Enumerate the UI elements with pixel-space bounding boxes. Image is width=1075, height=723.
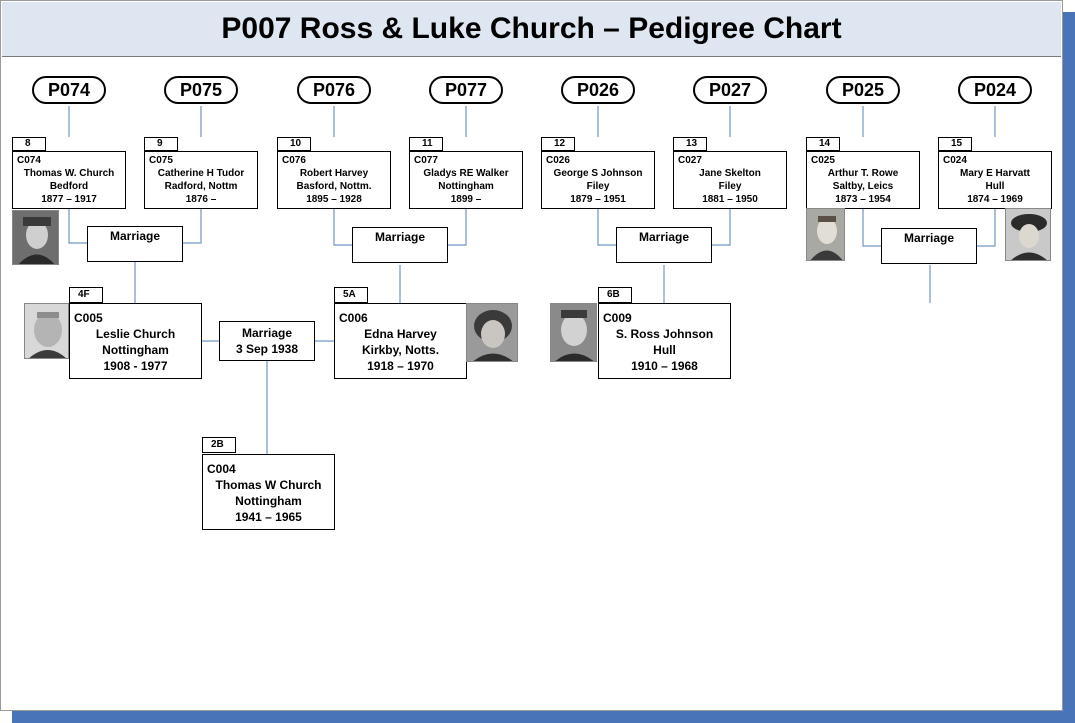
generation-number: 14	[806, 137, 840, 151]
marriage-label: Marriage	[241, 326, 293, 340]
portrait-photo	[806, 208, 845, 261]
portrait-photo	[12, 210, 59, 265]
chart-sheet: P007 Ross & Luke Church – Pedigree Chart	[0, 0, 1063, 711]
person-name: S. Ross Johnson	[615, 327, 714, 341]
marriage-date: 3 Sep 1938	[235, 342, 299, 356]
person-dates: 1908 - 1977	[103, 359, 168, 373]
person-place: Filey	[718, 181, 742, 192]
person-dates: 1895 – 1928	[306, 194, 362, 205]
chart-title: P007 Ross & Luke Church – Pedigree Chart	[221, 12, 842, 45]
person-dates: 1899 –	[450, 194, 482, 205]
person-name: Gladys RE Walker	[423, 168, 509, 179]
person-id-pill: P027	[693, 76, 767, 104]
person-name: Thomas W Church	[215, 478, 322, 492]
person-code: C025	[811, 155, 835, 166]
person-id-pill: P075	[164, 76, 238, 104]
generation-number: 10	[277, 137, 311, 151]
person-name: Mary E Harvatt	[959, 168, 1031, 179]
generation-number: 12	[541, 137, 575, 151]
person-name: Leslie Church	[95, 327, 176, 341]
person-place: Radford, Nottm	[164, 181, 238, 192]
person-code: C077	[414, 155, 438, 166]
person-place: Hull	[985, 181, 1005, 192]
person-dates: 1877 – 1917	[41, 194, 97, 205]
person-code: C009	[603, 311, 632, 325]
person-id-pill: P024	[958, 76, 1032, 104]
person-dates: 1910 – 1968	[631, 359, 698, 373]
person-name: Jane Skelton	[699, 168, 761, 179]
person-name: George S Johnson	[553, 168, 643, 179]
generation-number: 8	[12, 137, 46, 151]
title-bar: P007 Ross & Luke Church – Pedigree Chart	[2, 2, 1061, 57]
person-dates: 1876 –	[185, 194, 217, 205]
generation-number: 9	[144, 137, 178, 151]
person-dates: 1881 – 1950	[702, 194, 758, 205]
person-dates: 1941 – 1965	[235, 510, 302, 524]
generation-number: 6B	[598, 287, 632, 303]
portrait-photo	[1005, 208, 1051, 261]
person-id-pill: P026	[561, 76, 635, 104]
person-code: C006	[339, 311, 368, 325]
person-code: C024	[943, 155, 967, 166]
person-place: Bedford	[49, 181, 89, 192]
person-place: Nottingham	[235, 494, 302, 508]
person-dates: 1879 – 1951	[570, 194, 626, 205]
generation-number: 4F	[69, 287, 103, 303]
portrait-photo	[466, 303, 518, 362]
generation-number: 5A	[334, 287, 368, 303]
person-code: C027	[678, 155, 702, 166]
marriage-box: Marriage	[87, 226, 183, 262]
person-place: Saltby, Leics	[832, 181, 894, 192]
person-code: C005	[74, 311, 103, 325]
portrait-photo	[550, 303, 597, 362]
person-name: Edna Harvey	[364, 327, 437, 341]
generation-number: 13	[673, 137, 707, 151]
person-place: Nottingham	[102, 343, 169, 357]
portrait-photo	[24, 303, 69, 359]
person-code: C075	[149, 155, 173, 166]
generation-number: 2B	[202, 437, 236, 453]
person-dates: 1874 – 1969	[967, 194, 1023, 205]
person-name: Thomas W. Church	[23, 168, 115, 179]
person-dates: 1873 – 1954	[835, 194, 891, 205]
person-id-pill: P077	[429, 76, 503, 104]
person-place: Filey	[586, 181, 610, 192]
generation-number: 15	[938, 137, 972, 151]
person-code: C004	[207, 462, 236, 476]
person-place: Kirkby, Notts.	[361, 343, 440, 357]
parents-marriage-box: Marriage 3 Sep 1938	[219, 321, 315, 361]
person-dates: 1918 – 1970	[367, 359, 434, 373]
person-place: Basford, Nottm.	[296, 181, 372, 192]
person-code: C074	[17, 155, 41, 166]
person-name: Arthur T. Rowe	[827, 168, 899, 179]
person-id-pill: P076	[297, 76, 371, 104]
generation-number: 11	[409, 137, 443, 151]
marriage-box: Marriage	[616, 227, 712, 263]
person-code: C076	[282, 155, 306, 166]
person-place: Nottingham	[438, 181, 494, 192]
person-name: Robert Harvey	[299, 168, 369, 179]
person-code: C026	[546, 155, 570, 166]
person-place: Hull	[653, 343, 676, 357]
marriage-box: Marriage	[881, 228, 977, 264]
person-id-pill: P074	[32, 76, 106, 104]
marriage-box: Marriage	[352, 227, 448, 263]
person-id-pill: P025	[826, 76, 900, 104]
person-name: Catherine H Tudor	[157, 168, 245, 179]
